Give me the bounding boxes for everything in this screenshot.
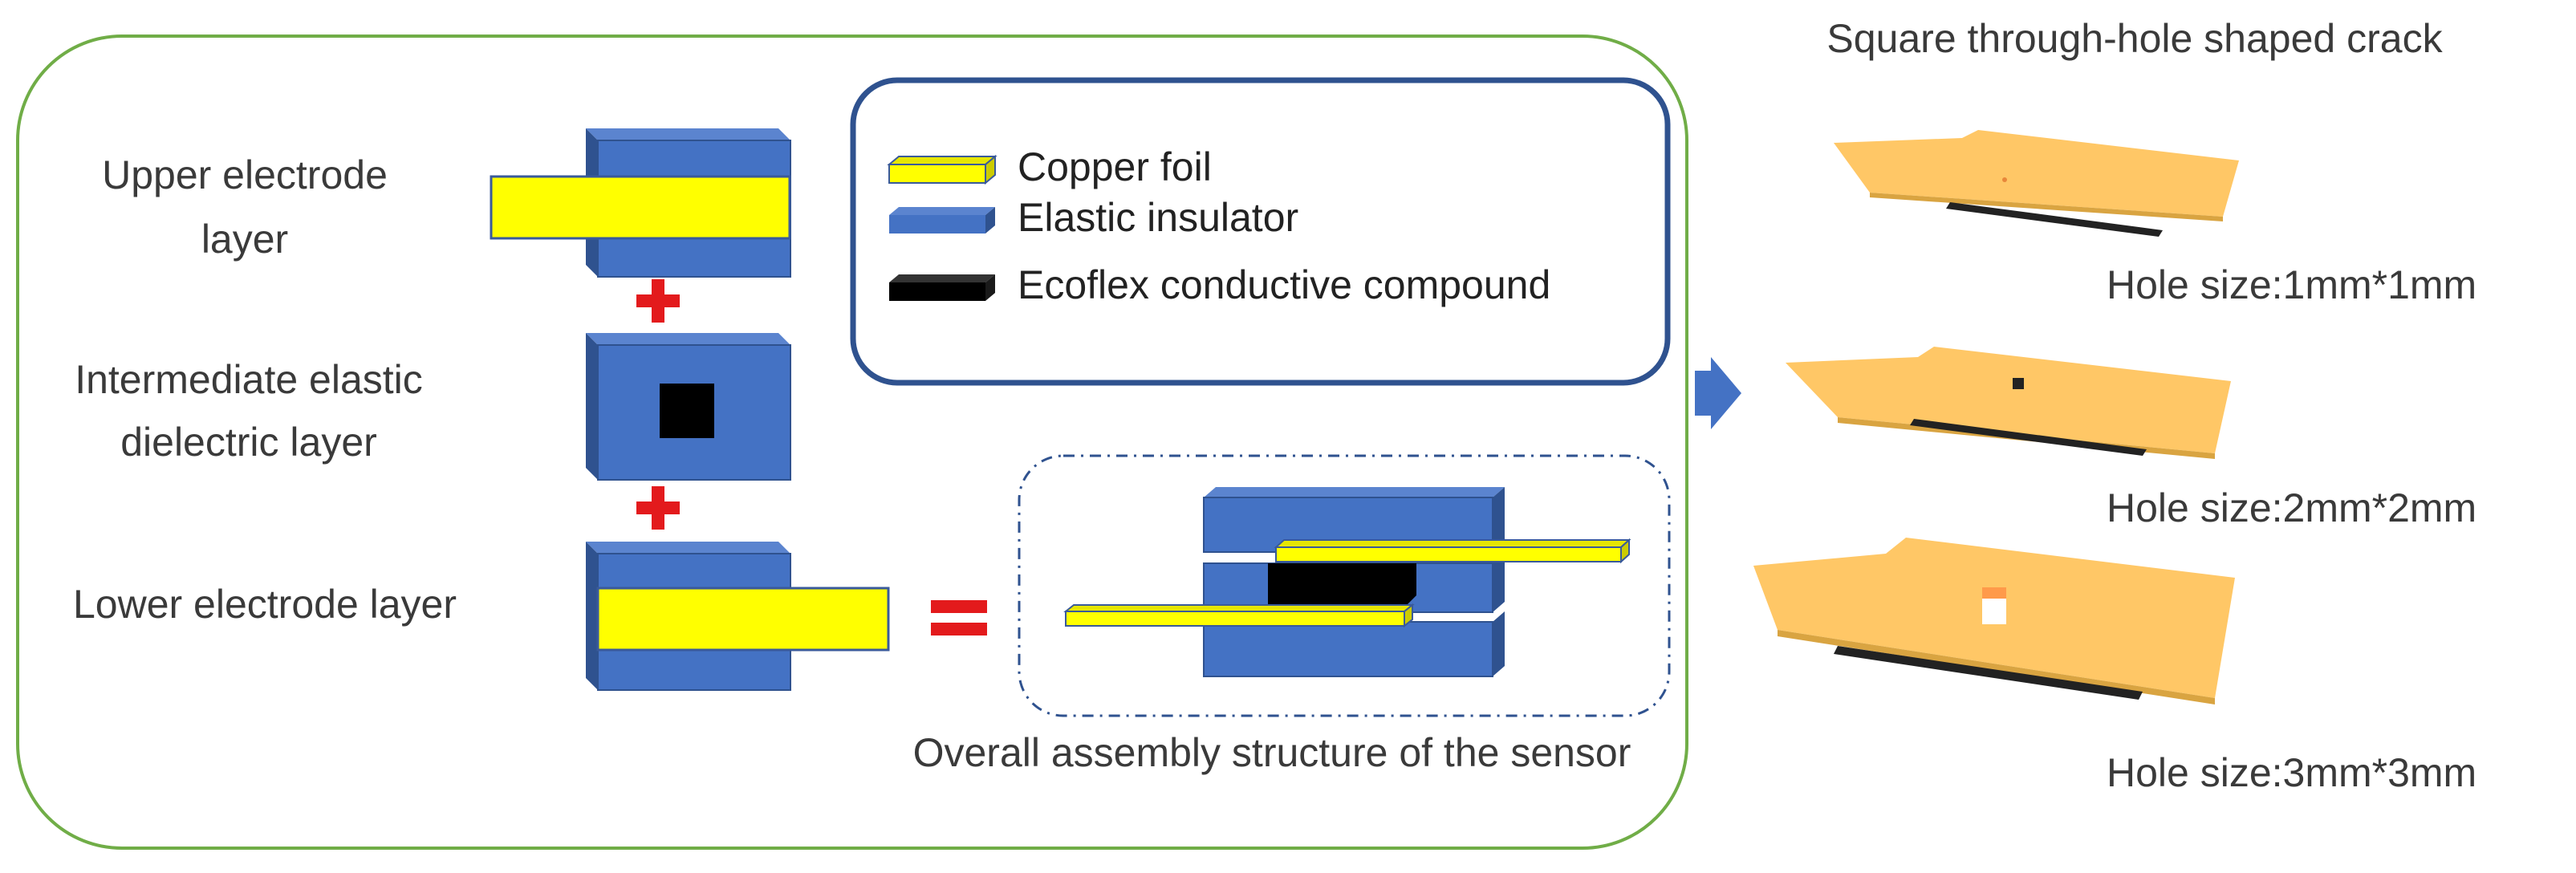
lower-layer-label: Lower electrode layer <box>73 582 457 627</box>
hole-1mm <box>2002 177 2007 182</box>
legend-label-copper: Copper foil <box>1018 144 1212 189</box>
assembly-stack <box>1063 487 1631 677</box>
assembly-box <box>1018 454 1671 717</box>
middle-layer-label-line1: Intermediate elastic <box>75 357 423 402</box>
crack-sample-1mm <box>1834 130 2239 237</box>
crack-label-2mm: Hole size:2mm*2mm <box>2107 485 2476 530</box>
plus-sign-icon <box>636 486 680 530</box>
legend-item-copper: Copper foil <box>887 144 1212 189</box>
assembly-caption: Overall assembly structure of the sensor <box>913 730 1631 775</box>
upper-electrode-block <box>490 128 791 278</box>
crack-sample-2mm <box>1786 347 2231 459</box>
lower-copper-foil <box>596 587 890 652</box>
middle-dielectric-block <box>586 333 791 481</box>
hole-2mm <box>2013 378 2024 389</box>
main-panel <box>16 35 1688 850</box>
equals-sign-icon <box>931 600 987 635</box>
legend-label-insulator: Elastic insulator <box>1018 195 1298 240</box>
middle-layer-label-line2: dielectric layer <box>120 420 377 465</box>
crack-label-1mm: Hole size:1mm*1mm <box>2107 262 2476 307</box>
copper-swatch <box>888 164 986 184</box>
assembly-lower-foil <box>1065 611 1405 627</box>
upper-layer-label-line1: Upper electrode <box>102 152 388 197</box>
insulator-swatch <box>889 215 985 233</box>
legend-label-conductive: Ecoflex conductive compound <box>1018 262 1550 307</box>
right-arrow-icon <box>1695 357 1741 429</box>
middle-conductive-square <box>660 384 714 438</box>
upper-copper-foil <box>490 175 791 240</box>
lower-electrode-block <box>586 542 890 691</box>
assembly-conductive <box>1268 563 1416 607</box>
plus-sign-icon <box>636 279 680 323</box>
upper-layer-label-line2: layer <box>201 217 288 262</box>
crack-title: Square through-hole shaped crack <box>1826 16 2443 61</box>
legend-item-insulator: Elastic insulator <box>889 195 1298 240</box>
conductive-swatch <box>889 282 985 301</box>
crack-sample-3mm <box>1753 538 2235 704</box>
legend-box <box>850 77 1671 386</box>
legend-item-conductive: Ecoflex conductive compound <box>889 262 1550 307</box>
assembly-upper-foil <box>1275 546 1622 562</box>
crack-label-3mm: Hole size:3mm*3mm <box>2107 750 2476 795</box>
hole-3mm <box>1982 599 2006 624</box>
